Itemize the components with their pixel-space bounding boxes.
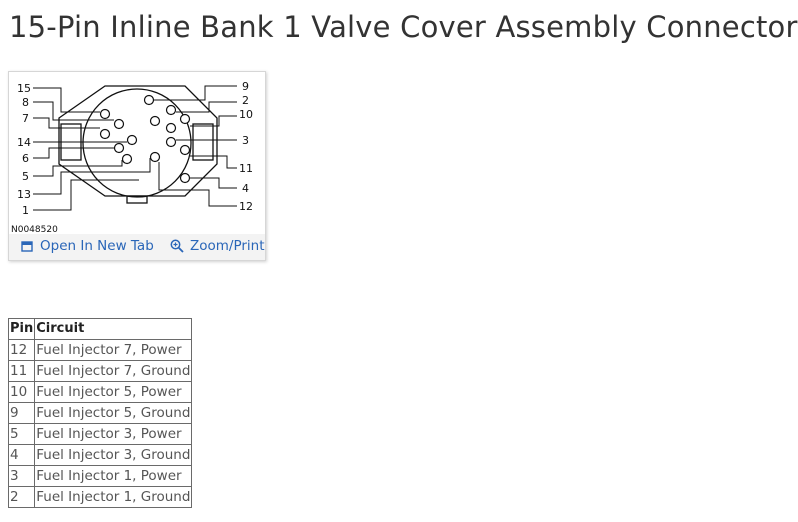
- pin-cell: 11: [7, 360, 36, 382]
- pin-label-7: 7: [22, 112, 29, 125]
- pin-cell: 3: [7, 465, 36, 487]
- pin-label-13: 13: [17, 188, 31, 201]
- circuit-cell: Fuel Injector 1, Power: [34, 465, 193, 487]
- pin-label-15: 15: [17, 82, 31, 95]
- pin-label-4: 4: [242, 182, 249, 195]
- pin-label-14: 14: [17, 136, 31, 149]
- pin-cell: 5: [7, 423, 36, 445]
- pin-cell: 4: [7, 444, 36, 466]
- circuit-cell: Fuel Injector 1, Ground: [34, 486, 193, 508]
- figure-actions: Open In New Tab Zoom/Print: [9, 234, 265, 260]
- pin-label-2: 2: [242, 94, 249, 107]
- connector-diagram[interactable]: 15 8 7 14 6 5 13 1 9 2 10 3 11 4 12 N004…: [9, 72, 265, 235]
- circuit-cell: Fuel Injector 7, Ground: [34, 360, 193, 382]
- leader-lines: [33, 85, 237, 211]
- pin-cell: 10: [7, 381, 36, 403]
- pin-holes: [99, 94, 191, 184]
- circuit-cell: Fuel Injector 5, Ground: [34, 402, 193, 424]
- open-in-new-tab-label: Open In New Tab: [40, 238, 154, 254]
- pin-label-6: 6: [22, 152, 29, 165]
- magnifier-icon: [170, 239, 184, 253]
- pin-label-12: 12: [239, 200, 253, 213]
- figure-id: N0048520: [11, 225, 58, 235]
- pin-cell: 2: [7, 486, 36, 508]
- column-header-pin: Pin: [7, 318, 36, 340]
- pin-label-1: 1: [22, 204, 29, 217]
- connector-face: [82, 88, 192, 198]
- pin-label-5: 5: [22, 170, 29, 183]
- pin-label-11: 11: [239, 162, 253, 175]
- circuit-cell: Fuel Injector 5, Power: [34, 381, 193, 403]
- page-title: 15-Pin Inline Bank 1 Valve Cover Assembl…: [9, 10, 798, 44]
- pin-label-9: 9: [242, 80, 249, 93]
- circuit-cell: Fuel Injector 3, Power: [34, 423, 193, 445]
- connector-housing: [58, 85, 218, 197]
- circuit-cell: Fuel Injector 3, Ground: [34, 444, 193, 466]
- open-in-new-tab-link[interactable]: Open In New Tab: [21, 238, 154, 254]
- table-header-row: Pin Circuit: [7, 318, 193, 340]
- pin-label-3: 3: [242, 134, 249, 147]
- pin-label-10: 10: [239, 108, 253, 121]
- circuit-cell: Fuel Injector 7, Power: [34, 339, 193, 361]
- zoom-print-label: Zoom/Print: [190, 238, 265, 254]
- pin-cell: 9: [7, 402, 36, 424]
- pin-label-8: 8: [22, 96, 29, 109]
- pin-cell: 12: [7, 339, 36, 361]
- column-header-circuit: Circuit: [34, 318, 193, 340]
- zoom-print-link[interactable]: Zoom/Print: [170, 238, 265, 254]
- open-in-new-tab-icon: [21, 240, 33, 252]
- connector-figure: 15 8 7 14 6 5 13 1 9 2 10 3 11 4 12 N004…: [8, 71, 266, 261]
